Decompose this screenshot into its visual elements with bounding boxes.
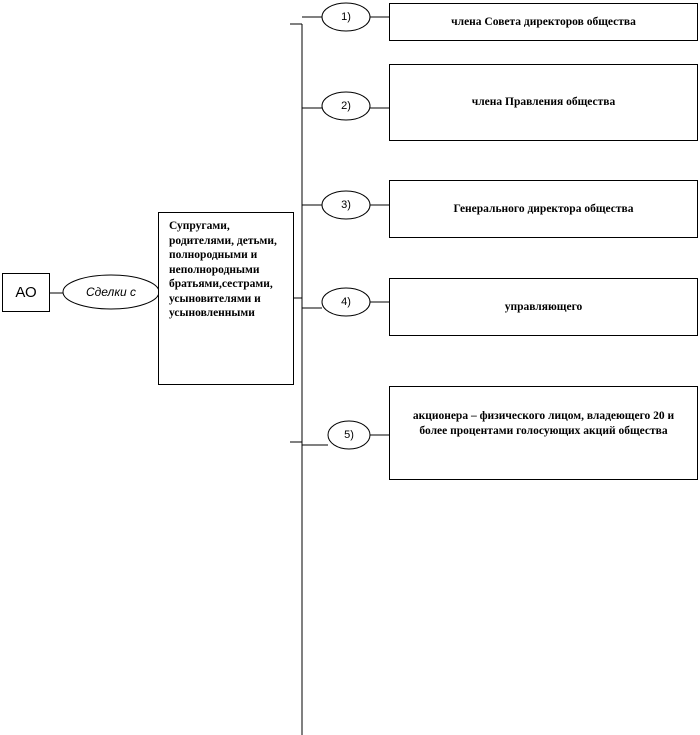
ao-label: АО bbox=[15, 284, 37, 301]
target-box-general-director: Генерального директора общества bbox=[389, 180, 698, 238]
target-text-board-member: члена Совета директоров общества bbox=[451, 15, 636, 28]
branch-5-number: 5) bbox=[344, 429, 354, 441]
branch-4-number: 4) bbox=[341, 296, 351, 308]
branch-3-number-oval bbox=[321, 190, 371, 220]
target-box-board-member: члена Совета директоров общества bbox=[389, 3, 698, 41]
branch-4-number-oval bbox=[321, 287, 371, 317]
branch-3-number: 3) bbox=[341, 199, 351, 211]
target-text-manager: управляющего bbox=[504, 300, 583, 313]
branch-2-number: 2) bbox=[341, 100, 351, 112]
ao-box: АО bbox=[2, 273, 50, 312]
branch-1-number-oval bbox=[321, 2, 371, 32]
target-text-general-director: Генерального директора общества bbox=[453, 202, 634, 215]
target-box-shareholder: акционера – физического лицом, владеющег… bbox=[389, 386, 698, 480]
branch-2-number-oval bbox=[321, 91, 371, 121]
branch-1-number: 1) bbox=[341, 11, 351, 23]
branch-5-number-oval bbox=[327, 420, 371, 450]
target-box-manager: управляющего bbox=[389, 278, 698, 336]
target-text-shareholder: акционера – физического лицом, владеющег… bbox=[412, 410, 675, 437]
relatives-text: Супругами, родителями, детьми, полнородн… bbox=[169, 220, 277, 319]
target-text-management-member: члена Правления общества bbox=[471, 96, 616, 109]
deals-label: Сделки с bbox=[85, 285, 136, 299]
relatives-box: Супругами, родителями, детьми, полнородн… bbox=[158, 212, 294, 385]
target-box-management-member: члена Правления общества bbox=[389, 64, 698, 141]
